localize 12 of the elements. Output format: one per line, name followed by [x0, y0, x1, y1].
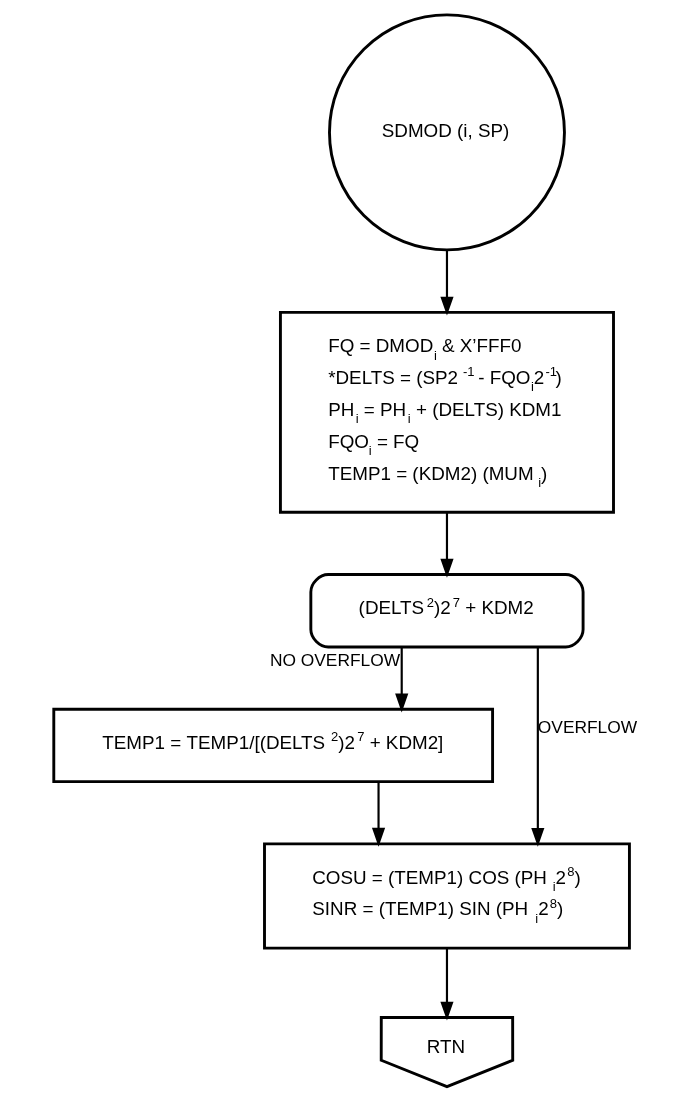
arrow — [530, 647, 544, 847]
node-box: FQ = DMOD$_{i}$ & X’FFF0 *DELTS = (SP2$^{-1}$ - FQO$_{i}$2$^{-1}$) PH$_{i}$ = PH$_{i}$ + (DELTS) KDM1 FQO$_{i}$ = FQ TEMP1 = (KDM2) (MUM$_{i}$) — [278, 310, 615, 514]
node-box: COSU = (TEMP1) COS (PH$_{i}$2$^{8}$) SINR = (TEMP1) SIN (PH$_{i}$2$^{8}$) — [262, 842, 631, 950]
arrow — [371, 781, 385, 847]
arrow — [439, 512, 454, 578]
node-circle: SDMOD (i, SP) — [327, 13, 566, 252]
arrow — [394, 647, 408, 713]
edge-label: NO OVERFLOW — [269, 650, 400, 671]
node-box: TEMP1 = TEMP1/[(DELTS$^{2}$)2$^{7}$ + KDM2] — [51, 707, 494, 784]
arrow — [439, 948, 454, 1021]
node-box: (DELTS$^{2}$)2$^{7}$ + KDM2 — [308, 573, 585, 649]
arrow — [439, 250, 454, 316]
